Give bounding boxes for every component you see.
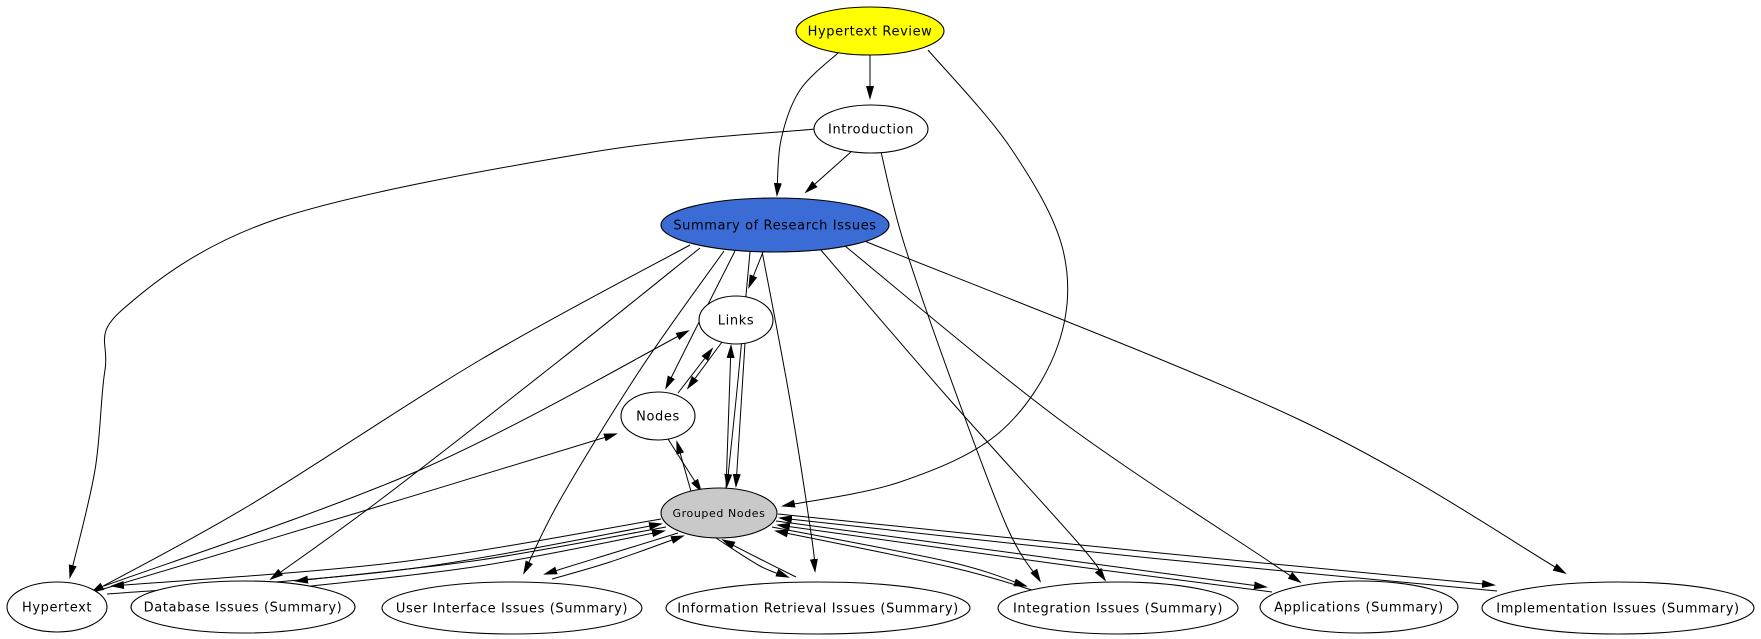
edge-introduction-to-hypertext [68,128,816,579]
edge-summary-to-nodes [665,250,736,390]
edge-implementation-to-grouped_nodes [778,515,1498,592]
edge-grouped_nodes-to-database [294,526,667,584]
edge-info_retrieval-to-grouped_nodes [721,539,797,578]
edge-summary-to-applications [844,245,1302,584]
edge-introduction-to-summary [804,150,853,194]
edge-summary-to-integration [819,248,1107,582]
node-database[interactable]: Database Issues (Summary) [130,580,356,634]
node-nodes[interactable]: Nodes [620,391,696,441]
edge-summary-to-info_retrieval [761,250,818,573]
node-ellipse-hypertext_review [795,6,945,56]
node-ellipse-user_interface [381,581,643,635]
node-summary[interactable]: Summary of Research Issues [660,197,890,253]
edge-introduction-to-integration [880,151,1042,583]
edge-grouped_nodes-to-applications [775,520,1268,590]
edges-layer [68,49,1567,595]
edge-applications-to-grouped_nodes [776,522,1273,593]
node-introduction[interactable]: Introduction [813,104,929,154]
node-links[interactable]: Links [698,295,774,345]
node-ellipse-links [698,295,774,345]
edge-user_interface-to-grouped_nodes [551,535,685,580]
edge-grouped_nodes-to-user_interface [543,532,679,575]
edge-summary-to-hypertext [90,244,691,593]
edge-summary-to-links [748,251,764,289]
edge-summary-to-grouped_nodes [724,251,751,488]
node-ellipse-implementation [1481,581,1755,635]
edge-nodes-to-links [677,347,714,394]
node-hypertext_review[interactable]: Hypertext Review [795,6,945,56]
edge-hypertext-to-nodes [99,433,618,591]
node-ellipse-nodes [620,391,696,441]
edge-grouped_nodes-to-nodes [676,440,693,496]
node-ellipse-introduction [813,104,929,154]
edge-grouped_nodes-to-implementation [777,513,1496,588]
edge-grouped_nodes-to-hypertext [110,518,662,589]
node-ellipse-hypertext [6,581,108,633]
edge-hypertext_review-to-grouped_nodes [781,49,1069,508]
node-info_retrieval[interactable]: Information Retrieval Issues (Summary) [665,581,971,635]
edge-grouped_nodes-to-links [725,344,735,490]
edge-summary-to-user_interface [523,250,725,575]
edge-summary-to-database [269,247,701,581]
node-ellipse-info_retrieval [665,581,971,635]
node-user_interface[interactable]: User Interface Issues (Summary) [381,581,643,635]
edge-links-to-grouped_nodes [732,342,746,488]
node-ellipse-database [130,580,356,634]
node-grouped_nodes[interactable]: Grouped Nodes [660,487,778,539]
node-ellipse-integration [997,581,1239,635]
edge-nodes-to-grouped_nodes [667,438,703,493]
node-ellipse-applications [1259,580,1459,634]
node-ellipse-grouped_nodes [660,487,778,539]
node-implementation[interactable]: Implementation Issues (Summary) [1481,581,1755,635]
edge-hypertext_review-to-summary [773,52,839,197]
node-integration[interactable]: Integration Issues (Summary) [997,581,1239,635]
node-hypertext[interactable]: Hypertext [6,581,108,633]
edge-hypertext-to-links [103,330,690,587]
node-applications[interactable]: Applications (Summary) [1259,580,1459,634]
node-ellipse-summary [660,197,890,253]
edge-grouped_nodes-to-info_retrieval [715,537,790,578]
edge-integration-to-grouped_nodes [774,529,1033,591]
edge-database-to-grouped_nodes [301,529,666,588]
edge-grouped_nodes-to-integration [771,526,1028,587]
edge-summary-to-implementation [861,239,1567,575]
edge-links-to-nodes [686,341,723,390]
